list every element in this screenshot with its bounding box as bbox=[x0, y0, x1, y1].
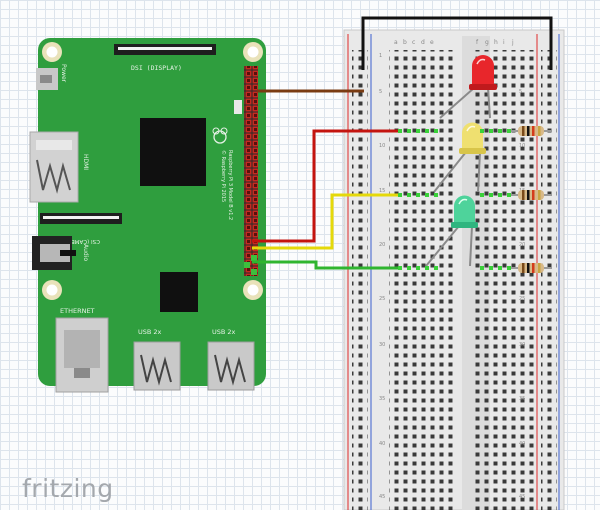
row-number-5: 5 bbox=[379, 89, 382, 95]
row-number-25: 25 bbox=[379, 296, 385, 302]
col-letter-b: b bbox=[403, 39, 407, 46]
row-number-30: 30 bbox=[379, 342, 385, 348]
usb1-label: USB 2x bbox=[138, 328, 162, 336]
resistor-3[interactable] bbox=[510, 263, 552, 273]
row-number-right-20: 20 bbox=[519, 242, 525, 248]
row-number-right-35: 35 bbox=[519, 396, 525, 402]
row-number-right-30: 30 bbox=[519, 342, 525, 348]
row-number-right-10: 10 bbox=[519, 143, 525, 149]
col-letter-f: f bbox=[476, 39, 479, 46]
raspberry-pi-board: DSI (DISPLAY) Power HDMI Raspberry Pi 3 … bbox=[29, 38, 266, 393]
col-letter-j: j bbox=[511, 39, 514, 46]
lan-chip bbox=[160, 272, 198, 312]
row-number-15: 15 bbox=[379, 188, 385, 194]
col-letter-c: c bbox=[412, 39, 415, 46]
col-letter-e: e bbox=[430, 39, 434, 46]
usb2-label: USB 2x bbox=[212, 328, 236, 336]
hdmi-label: HDMI bbox=[82, 154, 89, 170]
usb-port-2 bbox=[207, 341, 255, 391]
usb-port-1 bbox=[133, 341, 181, 391]
ethernet-label: ETHERNET bbox=[60, 307, 95, 315]
smd-component bbox=[234, 100, 242, 114]
wire-green-led-signal[interactable] bbox=[252, 260, 400, 270]
col-letter-h: h bbox=[494, 39, 498, 46]
pi-board-body bbox=[38, 38, 266, 386]
pi-copyright-label: © Raspberry Pi 2015 bbox=[220, 150, 227, 202]
row-number-right-45: 45 bbox=[519, 494, 525, 500]
row-number-35: 35 bbox=[379, 396, 385, 402]
audio-label: Audio bbox=[82, 244, 89, 261]
csi-label: CSI (CAMERA) bbox=[62, 238, 100, 244]
soc-chip bbox=[140, 118, 206, 186]
dsi-label: DSI (DISPLAY) bbox=[131, 64, 182, 72]
row-number-right-25: 25 bbox=[519, 296, 525, 302]
connection-dots bbox=[398, 129, 511, 270]
resistor-2[interactable] bbox=[510, 190, 552, 200]
led-green[interactable] bbox=[425, 195, 478, 267]
resistors bbox=[510, 126, 552, 273]
breadboard: a b c d e f g h i j 1 5 10 15 20 25 30 3… bbox=[343, 29, 565, 510]
right-power-rail-holes[interactable] bbox=[541, 50, 557, 510]
row-number-40: 40 bbox=[379, 441, 385, 447]
led-yellow[interactable] bbox=[433, 122, 486, 193]
col-letter-d: d bbox=[421, 39, 425, 46]
row-number-10: 10 bbox=[379, 143, 385, 149]
fritzing-logo: fritzing bbox=[22, 474, 114, 503]
left-terminal-holes[interactable] bbox=[389, 50, 453, 510]
row-number-right-5: 5 bbox=[519, 89, 522, 95]
right-terminal-holes[interactable] bbox=[472, 50, 536, 510]
row-number-45: 45 bbox=[379, 494, 385, 500]
wire-red-led-signal[interactable] bbox=[252, 129, 400, 243]
wire-yellow-led-signal[interactable] bbox=[252, 193, 400, 250]
left-power-rail-holes[interactable] bbox=[352, 50, 368, 510]
col-letter-g: g bbox=[485, 39, 489, 46]
col-letter-a: a bbox=[394, 39, 398, 46]
row-number-1: 1 bbox=[379, 53, 382, 59]
wire-rail-jumper[interactable] bbox=[361, 16, 553, 70]
row-number-right-40: 40 bbox=[519, 441, 525, 447]
raspberry-logo bbox=[212, 127, 228, 144]
leds bbox=[425, 55, 497, 267]
led-red[interactable] bbox=[439, 55, 497, 119]
row-number-20: 20 bbox=[379, 242, 385, 248]
col-letter-i: i bbox=[503, 39, 505, 46]
pi-model-label: Raspberry Pi 3 Model B v1.2 bbox=[227, 150, 233, 220]
wires bbox=[252, 16, 553, 270]
power-label: Power bbox=[60, 64, 67, 83]
resistor-1[interactable] bbox=[510, 126, 552, 136]
